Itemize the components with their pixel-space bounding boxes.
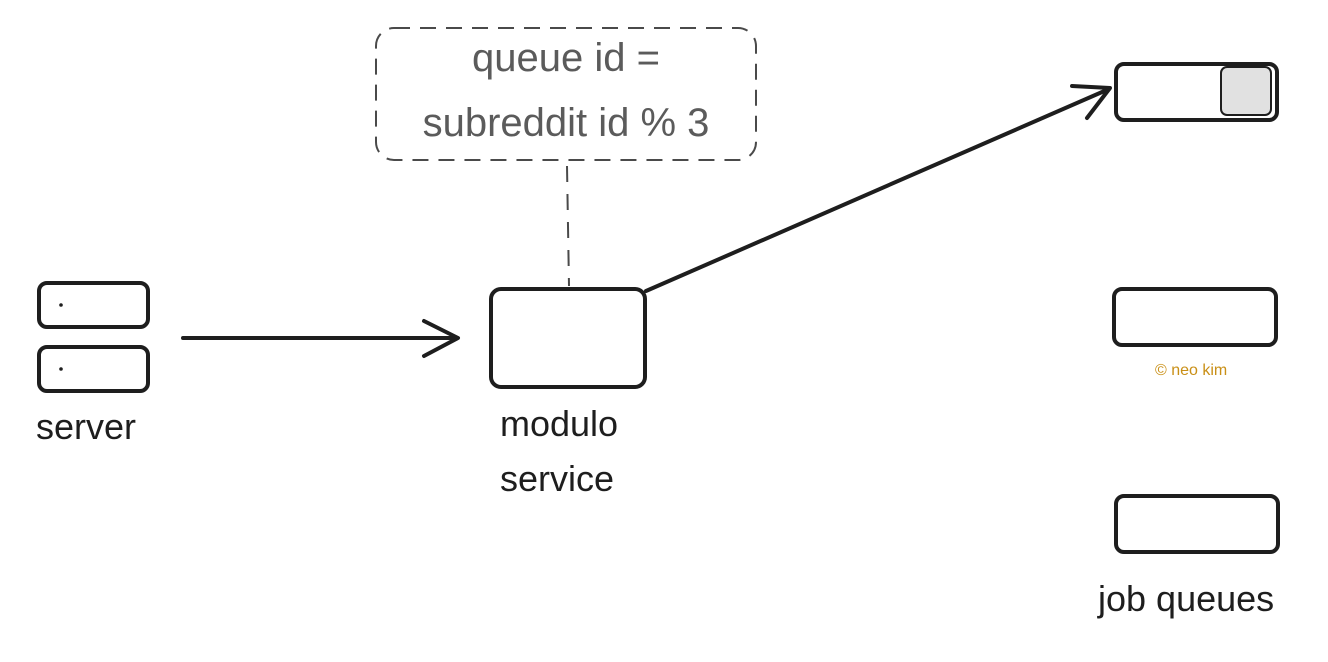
job-queue-1 <box>1114 62 1279 122</box>
modulo-service-box <box>489 287 647 389</box>
server-unit-top <box>37 281 150 329</box>
modulo-label-line-2: service <box>500 458 615 499</box>
note-line-2: subreddit id % 3 <box>422 101 710 145</box>
server-unit-bottom <box>37 345 150 393</box>
arrow-server-to-modulo <box>181 319 460 358</box>
server-icon <box>37 281 150 393</box>
job-queue-3 <box>1114 494 1280 554</box>
server-label: server <box>36 406 137 447</box>
note-box <box>375 27 757 161</box>
job-queue-2 <box>1112 287 1278 347</box>
modulo-label-line-1: modulo <box>500 403 619 444</box>
queue-item <box>1220 66 1272 116</box>
server-led-top <box>59 303 63 307</box>
job-queues-label: job queues <box>1098 578 1275 619</box>
server-led-bottom <box>59 367 63 371</box>
note-line-1: queue id = <box>472 36 660 80</box>
watermark: © neo kim <box>1155 362 1228 379</box>
arrow-modulo-to-queue-1 <box>644 84 1112 293</box>
note-connector <box>566 165 570 287</box>
